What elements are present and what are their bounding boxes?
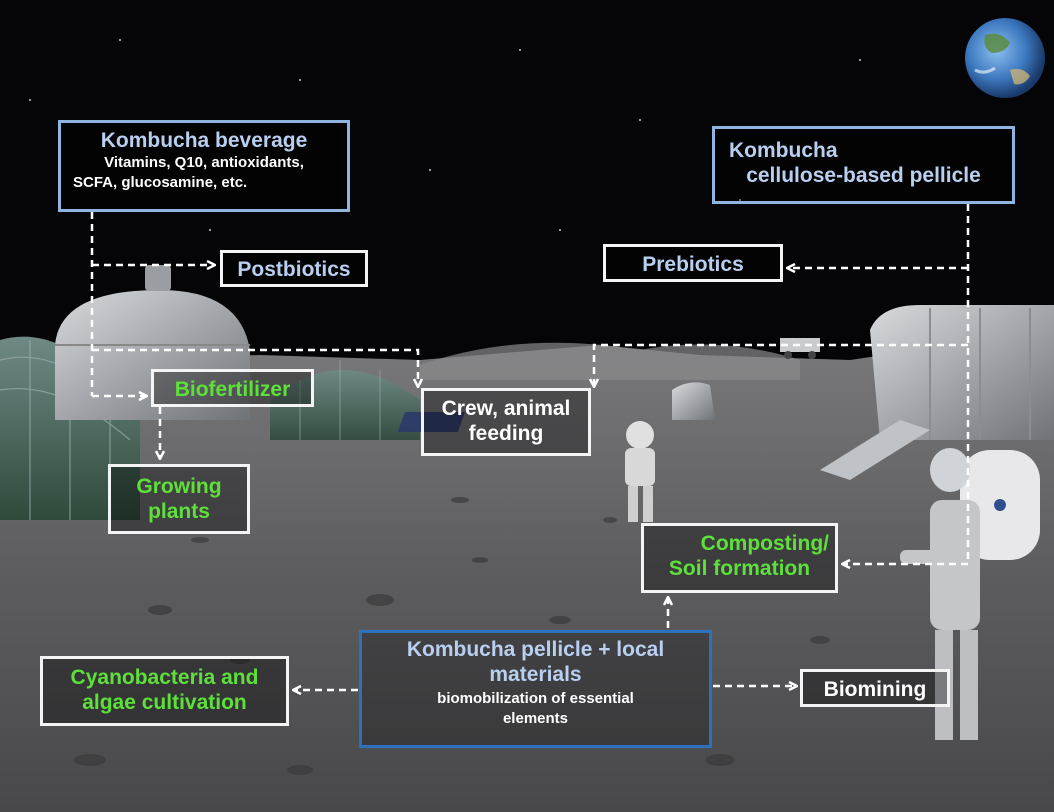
kombucha-beverage-line2: SCFA, glucosamine, etc. bbox=[73, 174, 248, 191]
kombucha-local-line1: Kombucha pellicle + local bbox=[406, 638, 665, 661]
biomining-label: Biomining bbox=[823, 678, 927, 701]
composting-line2: Soil formation bbox=[668, 557, 811, 580]
cyanobacteria-line1: Cyanobacteria and bbox=[70, 666, 259, 689]
kombucha-pellicle-line1: Kombucha bbox=[729, 139, 838, 162]
biofertilizer-box: Biofertilizer bbox=[151, 369, 314, 407]
crew-feeding-line2: feeding bbox=[468, 422, 544, 445]
postbiotics-box: Postbiotics bbox=[220, 250, 368, 287]
biomining-box: Biomining bbox=[800, 669, 950, 707]
cyanobacteria-box: Cyanobacteria and algae cultivation bbox=[40, 656, 289, 726]
growing-plants-line1: Growing bbox=[136, 475, 222, 498]
cyanobacteria-line2: algae cultivation bbox=[82, 691, 247, 714]
kombucha-pellicle-box: Kombucha cellulose-based pellicle bbox=[712, 126, 1015, 204]
crew-feeding-box: Crew, animal feeding bbox=[421, 388, 591, 456]
earth-icon bbox=[965, 18, 1045, 98]
crew-feeding-line1: Crew, animal bbox=[441, 397, 571, 420]
postbiotics-label: Postbiotics bbox=[237, 258, 351, 281]
kombucha-beverage-box: Kombucha beverage Vitamins, Q10, antioxi… bbox=[58, 120, 350, 212]
astronaut-icon bbox=[625, 421, 655, 522]
kombucha-pellicle-line2: cellulose-based pellicle bbox=[746, 164, 981, 187]
composting-line1: Composting/ bbox=[700, 532, 829, 555]
prebiotics-label: Prebiotics bbox=[642, 253, 744, 276]
kombucha-local-line4: elements bbox=[502, 710, 569, 727]
kombucha-local-materials-box: Kombucha pellicle + local materials biom… bbox=[359, 630, 712, 748]
composting-box: Composting/ Soil formation bbox=[641, 523, 838, 593]
kombucha-local-line3: biomobilization of essential bbox=[437, 690, 634, 707]
kombucha-beverage-title: Kombucha beverage bbox=[100, 129, 308, 152]
growing-plants-box: Growing plants bbox=[108, 464, 250, 534]
biofertilizer-label: Biofertilizer bbox=[174, 378, 291, 401]
kombucha-beverage-line1: Vitamins, Q10, antioxidants, bbox=[104, 154, 304, 171]
kombucha-local-line2: materials bbox=[489, 663, 582, 686]
prebiotics-box: Prebiotics bbox=[603, 244, 783, 282]
growing-plants-line2: plants bbox=[148, 500, 210, 523]
